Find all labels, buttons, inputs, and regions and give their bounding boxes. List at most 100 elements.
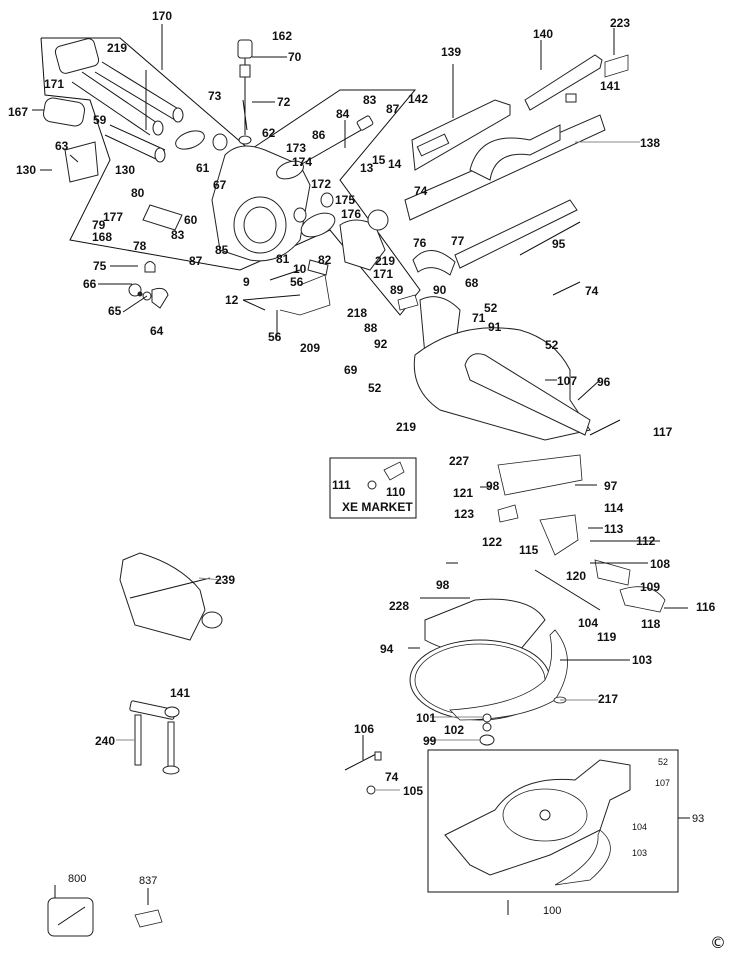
part-callout-162: 162 (272, 29, 292, 43)
part-callout-15: 15 (372, 153, 386, 167)
part-callout-177: 177 (103, 210, 123, 224)
part-callout-83: 83 (171, 228, 185, 242)
part-callout-175: 175 (335, 193, 355, 207)
turntable-assembly (409, 598, 568, 746)
part-callout-100: 100 (543, 905, 561, 917)
xe-market-box: XE MARKET (329, 457, 417, 519)
part-callout-56: 56 (290, 275, 304, 289)
part-callout-110: 110 (386, 485, 406, 499)
part-callout-240: 240 (95, 734, 115, 748)
part-callout-209: 209 (300, 341, 320, 355)
part-callout-103: 103 (632, 848, 647, 858)
part-callout-219: 219 (107, 41, 127, 55)
part-callout-87: 87 (189, 254, 203, 268)
detent-parts (497, 504, 666, 613)
part-callout-59: 59 (93, 113, 107, 127)
leader-lines (32, 24, 690, 905)
part-callout-176: 176 (341, 207, 361, 221)
part-callout-115: 115 (519, 543, 539, 557)
part-callout-119: 119 (597, 630, 617, 644)
part-callout-52: 52 (368, 381, 382, 395)
part-callout-239: 239 (215, 573, 235, 587)
part-callout-64: 64 (150, 324, 164, 338)
motor-assembly-outline (40, 37, 421, 316)
base-inset-box (427, 749, 679, 893)
part-callout-92: 92 (374, 337, 388, 351)
part-callout-130: 130 (16, 163, 36, 177)
part-callout-67: 67 (213, 178, 227, 192)
copyright-symbol: © (710, 933, 726, 952)
part-callout-52: 52 (658, 757, 668, 767)
part-callout-800: 800 (68, 873, 86, 885)
part-callout-62: 62 (262, 126, 276, 140)
part-callout-104: 104 (632, 822, 647, 832)
part-callout-120: 120 (566, 569, 586, 583)
part-callout-95: 95 (552, 237, 566, 251)
part-callout-9: 9 (243, 275, 250, 289)
part-callout-122: 122 (482, 535, 502, 549)
part-callout-72: 72 (277, 95, 291, 109)
motor-housing (211, 115, 389, 271)
part-callout-63: 63 (55, 139, 69, 153)
part-callout-74: 74 (385, 770, 399, 784)
part-callout-173: 173 (286, 141, 306, 155)
part-callout-219: 219 (396, 420, 416, 434)
part-callout-113: 113 (604, 522, 624, 536)
part-callout-12: 12 (225, 293, 239, 307)
part-callout-167: 167 (8, 105, 28, 119)
misc-small-parts (47, 751, 509, 937)
rail-assembly (42, 38, 253, 183)
part-callout-168: 168 (92, 230, 112, 244)
part-callout-73: 73 (208, 89, 222, 103)
part-callout-218: 218 (347, 306, 367, 320)
part-callout-172: 172 (311, 177, 331, 191)
part-callout-76: 76 (413, 236, 427, 250)
part-callout-52: 52 (545, 338, 559, 352)
part-callout-103: 103 (632, 653, 652, 667)
part-callout-97: 97 (604, 479, 618, 493)
part-callout-121: 121 (453, 486, 473, 500)
part-callout-66: 66 (83, 277, 97, 291)
part-callout-56: 56 (268, 330, 282, 344)
part-callout-80: 80 (131, 186, 145, 200)
part-callout-74: 74 (585, 284, 599, 298)
part-callout-228: 228 (389, 599, 409, 613)
part-callout-10: 10 (293, 262, 307, 276)
part-callout-93: 93 (692, 813, 704, 825)
part-callout-111: 111 (332, 478, 351, 492)
part-callout-87: 87 (386, 102, 400, 116)
part-callout-81: 81 (276, 252, 290, 266)
part-callout-140: 140 (533, 27, 553, 41)
part-callout-109: 109 (640, 580, 660, 594)
part-callout-227: 227 (449, 454, 469, 468)
part-callout-105: 105 (403, 784, 423, 798)
part-callout-171: 171 (373, 267, 393, 281)
part-callout-14: 14 (388, 157, 402, 171)
fence-assembly (404, 54, 629, 221)
part-callout-13: 13 (360, 161, 374, 175)
part-callout-141: 141 (170, 686, 190, 700)
part-callout-98: 98 (436, 578, 450, 592)
part-callout-61: 61 (196, 161, 210, 175)
part-callout-86: 86 (312, 128, 326, 142)
blade-guard-assembly (397, 199, 621, 496)
part-callout-217: 217 (598, 692, 618, 706)
part-callout-94: 94 (380, 642, 394, 656)
part-callout-114: 114 (604, 501, 624, 515)
part-callout-102: 102 (444, 723, 464, 737)
part-callout-101: 101 (416, 711, 436, 725)
part-callout-60: 60 (184, 213, 198, 227)
part-callout-85: 85 (215, 243, 229, 257)
part-callout-123: 123 (454, 507, 474, 521)
dust-bag (119, 552, 223, 641)
part-callout-139: 139 (441, 45, 461, 59)
part-callout-91: 91 (488, 320, 502, 334)
link-parts-left (128, 204, 331, 316)
part-callout-83: 83 (363, 93, 377, 107)
part-callout-78: 78 (133, 239, 147, 253)
part-callout-112: 112 (636, 534, 656, 548)
part-callout-223: 223 (610, 16, 630, 30)
part-callout-98: 98 (486, 479, 500, 493)
part-callout-99: 99 (423, 734, 437, 748)
